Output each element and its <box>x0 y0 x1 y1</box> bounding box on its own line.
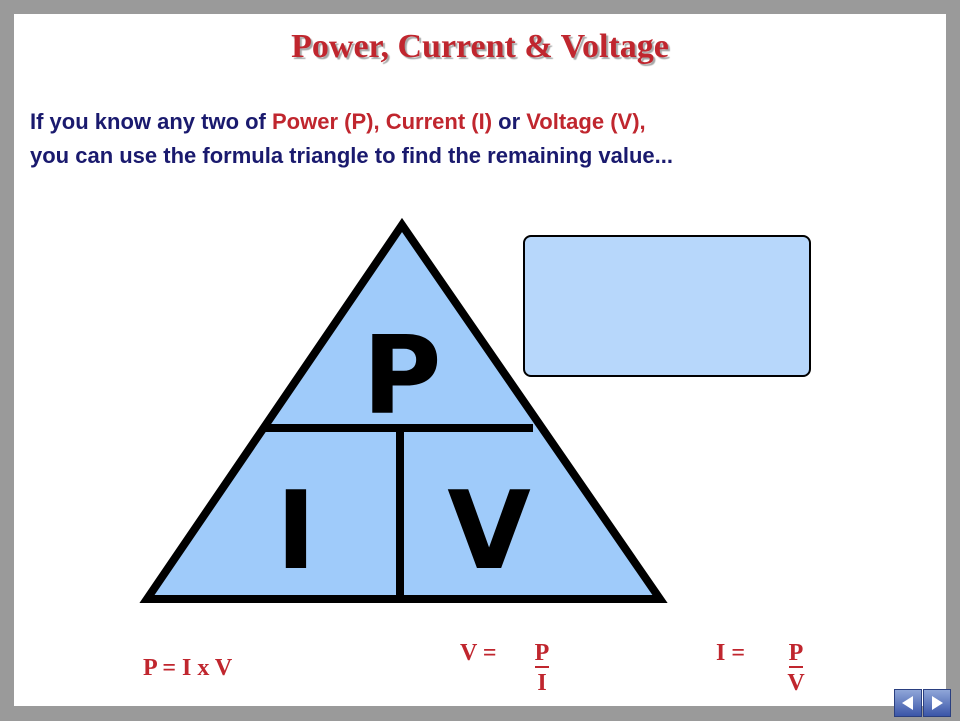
voltage-fraction: P I <box>531 640 553 698</box>
current-formula: I = <box>716 640 745 667</box>
intro-line-2: you can use the formula triangle to find… <box>30 143 673 168</box>
voltage-denominator: I <box>537 670 547 696</box>
intro-power: Power (P), <box>272 109 380 134</box>
intro-voltage: Voltage (V), <box>526 109 646 134</box>
info-box <box>523 235 811 377</box>
current-formula-lhs: I = <box>716 640 746 666</box>
intro-gap2: or <box>492 109 527 134</box>
power-formula: P = I x V <box>143 655 233 681</box>
play-back-icon <box>902 696 913 710</box>
triangle-letter-v: V <box>447 469 531 594</box>
slide-title: Power, Current & Voltage <box>291 28 669 65</box>
back-button[interactable] <box>894 689 922 717</box>
intro-line-1: If you know any two of Power (P), Curren… <box>30 105 930 139</box>
intro-part1: If you know any two of <box>30 109 272 134</box>
voltage-numerator: P <box>534 640 550 668</box>
current-numerator: P <box>788 640 804 668</box>
voltage-formula: V = <box>460 640 497 667</box>
voltage-formula-lhs: V = <box>460 640 497 666</box>
play-next-icon <box>932 696 943 710</box>
triangle-letter-p: P <box>362 314 441 439</box>
intro-text: If you know any two of Power (P), Curren… <box>30 105 930 173</box>
triangle-letter-i: I <box>276 469 316 594</box>
intro-current: Current (I) <box>385 109 493 134</box>
next-button[interactable] <box>923 689 951 717</box>
current-fraction: P V <box>784 640 808 698</box>
current-denominator: V <box>787 670 805 696</box>
